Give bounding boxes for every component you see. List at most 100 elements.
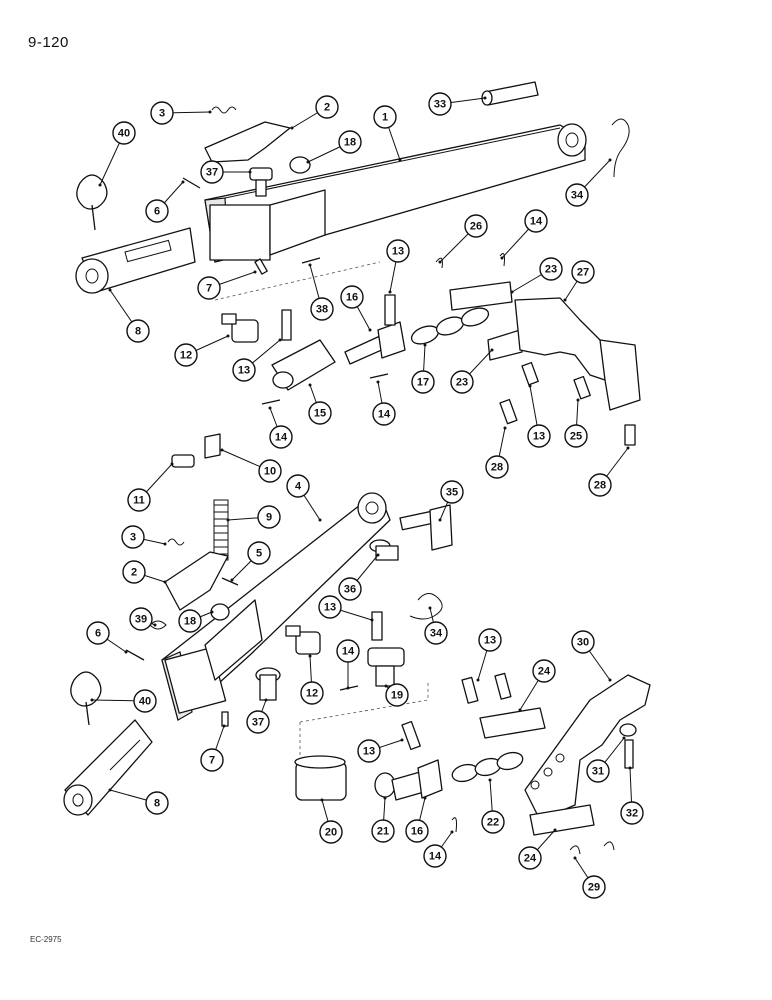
swivel-12b [285, 625, 321, 655]
callout-arrowhead-34 [428, 606, 432, 610]
callout-13: 13 [386, 239, 410, 263]
callout-23: 23 [539, 257, 563, 281]
chain-22 [451, 751, 524, 783]
callout-label: 21 [377, 826, 389, 838]
callout-13: 13 [478, 628, 502, 652]
callout-7: 7 [197, 276, 221, 300]
callout-17: 17 [411, 370, 435, 394]
callout-8: 8 [145, 791, 169, 815]
callout-arrowhead-38 [308, 263, 312, 267]
callout-circle [336, 639, 360, 663]
callout-label: 14 [429, 851, 442, 863]
callout-arrowhead-37 [248, 170, 252, 174]
callout-label: 28 [594, 480, 606, 492]
callout-13: 13 [357, 739, 381, 763]
callout-circle [565, 183, 589, 207]
bolt-13e [461, 676, 479, 704]
callout-circle [247, 541, 271, 565]
callout-circle [527, 424, 551, 448]
callout-circle [232, 358, 256, 382]
bolt-13c [521, 361, 539, 386]
pin-14c [499, 253, 505, 267]
callout-10: 10 [258, 459, 282, 483]
callout-arrowhead-28 [503, 426, 507, 430]
callout-circle [145, 199, 169, 223]
pin-37b [255, 667, 281, 701]
callout-label: 18 [184, 616, 196, 628]
callout-label: 7 [209, 755, 215, 767]
callout-arrowhead-16 [423, 796, 427, 800]
callout-37: 37 [200, 160, 224, 184]
callout-arrowhead-33 [483, 96, 487, 100]
callout-circle [315, 95, 339, 119]
callout-circle [620, 801, 644, 825]
callout-arrowhead-6 [124, 650, 128, 654]
clip-26 [435, 257, 443, 269]
callout-26: 26 [464, 214, 488, 238]
callout-circle [464, 214, 488, 238]
callout-29: 29 [582, 875, 606, 899]
callout-arrowhead-40 [98, 183, 102, 187]
callout-arrowhead-14 [268, 406, 272, 410]
callout-label: 32 [626, 808, 638, 820]
callout-12: 12 [174, 343, 198, 367]
callout-circle [571, 630, 595, 654]
callout-circle [200, 160, 224, 184]
pin-7 [254, 258, 268, 275]
callout-circle [582, 875, 606, 899]
callout-label: 6 [154, 206, 160, 218]
callout-circle [588, 473, 612, 497]
callout-34: 34 [565, 183, 589, 207]
callout-label: 35 [446, 487, 458, 499]
ring-40b [70, 671, 102, 726]
callout-arrowhead-6 [181, 180, 185, 184]
callout-30: 30 [571, 630, 595, 654]
swivel-12 [221, 313, 259, 343]
callout-arrowhead-37 [264, 698, 268, 702]
callout-arrowhead-13 [278, 338, 282, 342]
callout-14: 14 [372, 402, 396, 426]
callout-16: 16 [340, 285, 364, 309]
clip-29a [569, 845, 581, 855]
pin-6b [125, 649, 145, 661]
pin-5 [221, 577, 239, 586]
bracket-27 [514, 297, 641, 411]
callout-label: 8 [154, 798, 160, 810]
callout-arrowhead-14 [346, 686, 350, 690]
spring-3 [211, 106, 237, 114]
callout-12: 12 [300, 681, 324, 705]
callout-label: 33 [434, 99, 446, 111]
callout-7: 7 [200, 748, 224, 772]
callout-label: 20 [325, 827, 337, 839]
callout-23: 23 [450, 370, 474, 394]
callout-31: 31 [586, 759, 610, 783]
callout-label: 11 [133, 495, 145, 507]
callout-arrowhead-28 [626, 446, 630, 450]
callout-label: 23 [456, 377, 468, 389]
callout-18: 18 [338, 130, 362, 154]
bolt-32 [624, 739, 634, 769]
callout-arrowhead-27 [563, 298, 567, 302]
callout-37: 37 [246, 710, 270, 734]
callout-label: 34 [430, 628, 443, 640]
pin-14b [369, 373, 389, 379]
pin-14e [451, 817, 457, 833]
callout-label: 36 [344, 584, 356, 596]
callout-28: 28 [588, 473, 612, 497]
callout-label: 15 [314, 408, 326, 420]
callout-label: 4 [295, 481, 302, 493]
callout-40: 40 [133, 689, 157, 713]
callout-arrowhead-3 [163, 542, 167, 546]
callout-label: 24 [524, 853, 537, 865]
nut-18 [289, 156, 311, 174]
sleeve-20 [294, 755, 347, 801]
callout-label: 25 [570, 431, 582, 443]
callout-arrowhead-20 [320, 798, 324, 802]
callout-arrowhead-13 [476, 678, 480, 682]
callout-arrowhead-15 [308, 383, 312, 387]
callout-circle [373, 105, 397, 129]
callout-6: 6 [86, 621, 110, 645]
plate-24b [529, 804, 595, 836]
callout-arrowhead-8 [108, 788, 112, 792]
